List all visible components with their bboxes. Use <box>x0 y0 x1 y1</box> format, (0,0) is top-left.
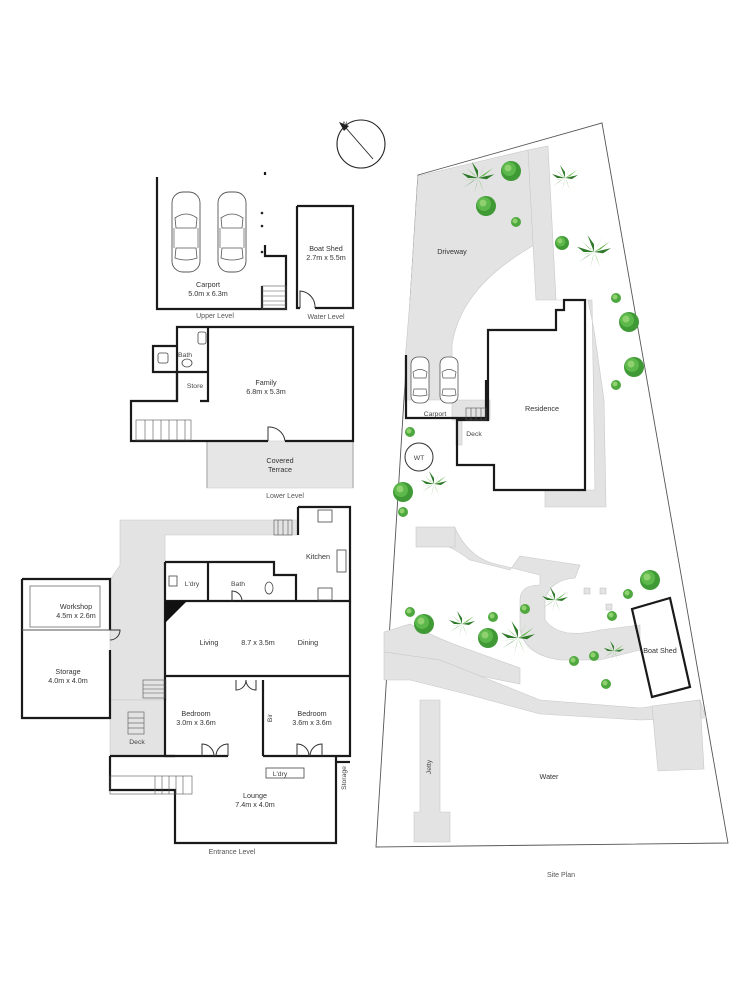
car-icon <box>410 356 430 404</box>
workshop-size: 4.5m x 2.6m <box>56 611 96 620</box>
terrace-label-line1: Covered <box>266 456 293 465</box>
living-label: Living <box>200 638 219 647</box>
driveway-label: Driveway <box>437 247 467 256</box>
bedroom-2-size: 3.6m x 3.6m <box>292 718 332 727</box>
entrance-level-title: Entrance Level <box>209 849 256 856</box>
laundry-label: L'dry <box>185 581 200 588</box>
bedroom-2-label: Bedroom <box>297 709 326 718</box>
family-size: 6.8m x 5.3m <box>246 387 286 396</box>
compass-icon: N <box>336 119 386 169</box>
lounge-label: Lounge <box>243 791 267 800</box>
upper-level-plan: Carport 5.0m x 6.3m Upper Level Boat She… <box>155 172 355 321</box>
water-tank-label: WT <box>414 455 425 462</box>
car-icon <box>171 191 201 273</box>
store-label: Store <box>187 383 203 390</box>
workshop-label: Workshop <box>60 602 92 611</box>
living-size: 8.7 x 3.5m <box>241 638 275 647</box>
site-boat-shed-label: Boat Shed <box>643 646 677 655</box>
site-plan-title: Site Plan <box>547 872 575 879</box>
boat-shed-size: 2.7m x 5.5m <box>306 253 346 262</box>
lower-level-title: Lower Level <box>266 493 304 500</box>
entrance-level-plan: Workshop 4.5m x 2.6m Storage 4.0m x 4.0m… <box>20 505 352 856</box>
family-label: Family <box>255 378 277 387</box>
car-icon <box>439 356 459 404</box>
storage-label: Storage <box>55 667 80 676</box>
bir-label: Bir <box>267 713 274 722</box>
lower-bath-label: Bath <box>178 352 192 359</box>
entrance-bath-label: Bath <box>231 581 245 588</box>
water-label: Water <box>540 772 560 781</box>
dining-label: Dining <box>298 638 318 647</box>
site-deck-label: Deck <box>466 431 482 438</box>
site-boat-shed <box>630 596 692 699</box>
site-carport-label: Carport <box>424 411 447 418</box>
bedroom-1-size: 3.0m x 3.6m <box>176 718 216 727</box>
car-icon <box>217 191 247 273</box>
water-level-title: Water Level <box>307 314 345 321</box>
carport-label: Carport <box>196 280 220 289</box>
upper-level-title: Upper Level <box>196 313 234 320</box>
jetty-label: Jetty <box>426 759 433 774</box>
water-tank-icon <box>404 442 434 472</box>
lounge-laundry-label: L'dry <box>273 771 288 778</box>
site-plan: Residence Carport Deck WT Driveway Jetty… <box>375 122 729 879</box>
residence-label: Residence <box>525 404 559 413</box>
bedroom-1-label: Bedroom <box>181 709 210 718</box>
boat-shed-label: Boat Shed <box>309 244 343 253</box>
carport-size: 5.0m x 6.3m <box>188 289 228 298</box>
lower-level-plan: Bath Store Family 6.8m x 5.3m Covered Te… <box>129 325 355 500</box>
kitchen-label: Kitchen <box>306 552 330 561</box>
terrace-label-line2: Terrace <box>268 465 292 474</box>
storage-size: 4.0m x 4.0m <box>48 676 88 685</box>
deck-label: Deck <box>129 739 145 746</box>
lounge-size: 7.4m x 4.0m <box>235 800 275 809</box>
small-storage-label: Storage <box>341 766 348 790</box>
svg-text:N: N <box>343 122 347 128</box>
